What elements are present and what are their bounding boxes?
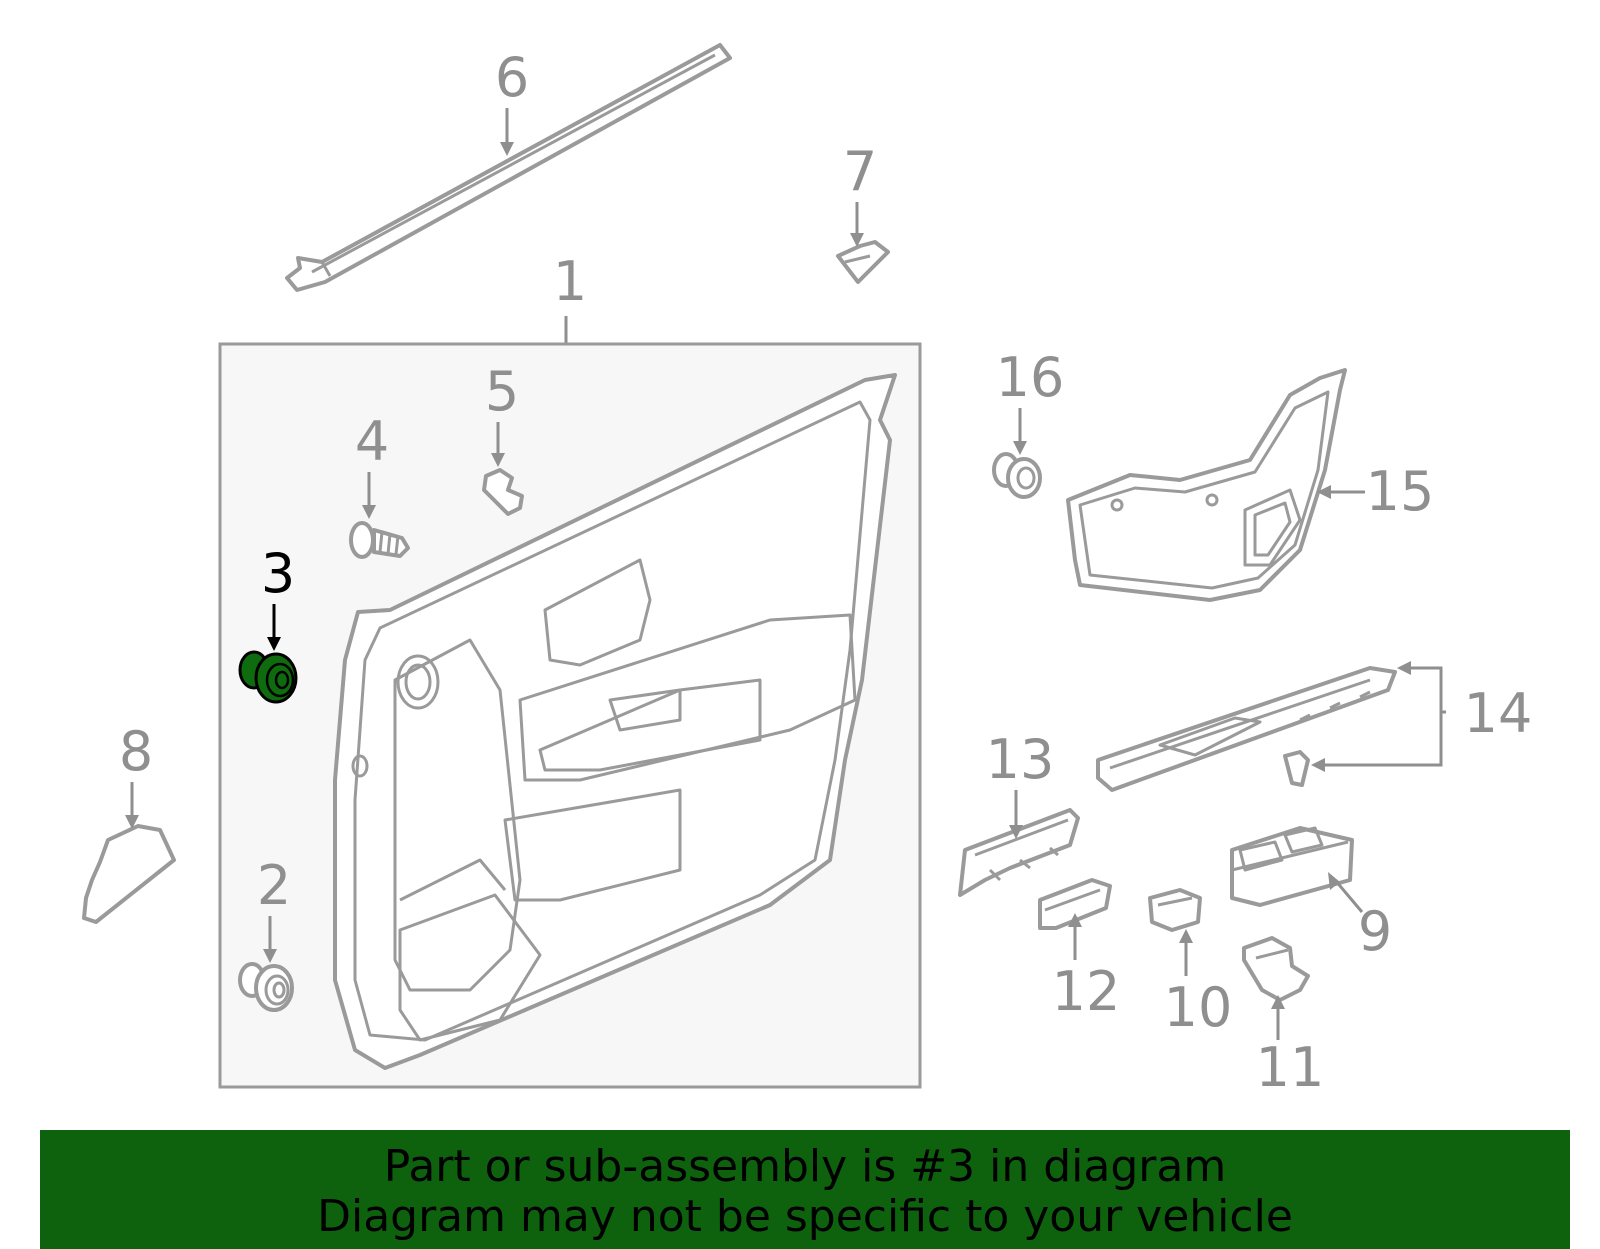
label-10: 10 [1164, 976, 1233, 1039]
label-12: 12 [1052, 960, 1121, 1023]
label-1: 1 [553, 250, 587, 313]
label-15: 15 [1366, 460, 1435, 523]
part-7-clip[interactable] [836, 240, 890, 284]
part-14-switch-panel[interactable] [1096, 666, 1397, 792]
label-7: 7 [843, 140, 877, 203]
label-16: 16 [996, 346, 1065, 409]
label-14: 14 [1464, 682, 1533, 745]
part-2-fastener[interactable] [238, 962, 294, 1012]
label-13: 13 [986, 728, 1055, 791]
label-8: 8 [119, 720, 153, 783]
part-16-grommet[interactable] [992, 452, 1042, 499]
label-3-selected: 3 [261, 542, 295, 605]
part-15-bracket[interactable] [1066, 368, 1347, 602]
banner-line-1: Part or sub-assembly is #3 in diagram [383, 1141, 1227, 1192]
label-2: 2 [257, 854, 291, 917]
banner-line-2: Diagram may not be specific to your vehi… [317, 1191, 1293, 1242]
label-9: 9 [1358, 900, 1392, 963]
part-5-clip[interactable] [482, 468, 524, 516]
part-13-bezel[interactable] [958, 808, 1080, 897]
label-4: 4 [355, 410, 389, 473]
part-11-switch[interactable] [1242, 936, 1310, 1002]
part-6-molding[interactable] [285, 43, 732, 292]
part-8-trim[interactable] [82, 824, 176, 924]
part-9-master-switch[interactable] [1230, 826, 1354, 907]
label-11: 11 [1256, 1036, 1325, 1099]
part-10-switch[interactable] [1148, 888, 1202, 932]
label-5: 5 [485, 360, 519, 423]
part-12-switch[interactable] [1038, 878, 1112, 930]
label-6: 6 [495, 46, 529, 109]
info-banner: Part or sub-assembly is #3 in diagram Di… [40, 1130, 1570, 1249]
part-4-screw[interactable] [349, 521, 410, 559]
part-3-fastener-highlighted[interactable] [238, 650, 298, 704]
part-1-door-panel[interactable] [333, 373, 897, 1070]
